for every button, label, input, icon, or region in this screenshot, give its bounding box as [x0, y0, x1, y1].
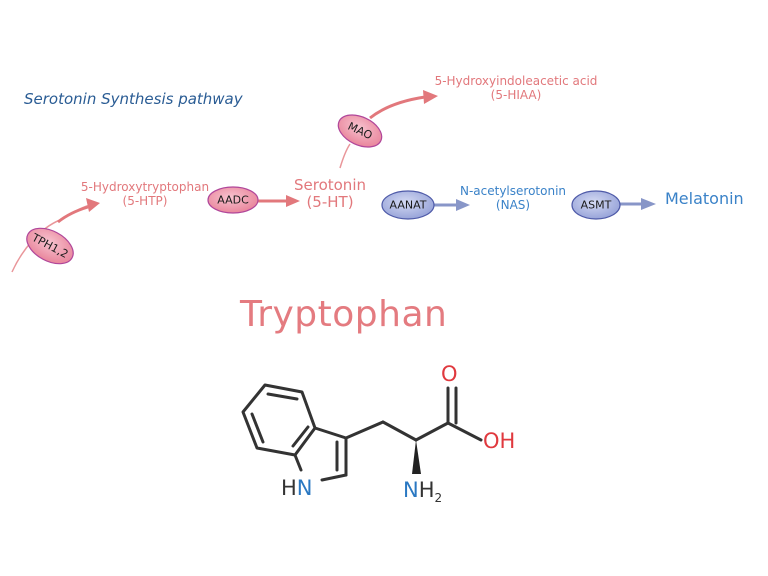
metabolite-5htp-name: 5-Hydroxytryptophan	[80, 180, 210, 194]
asmt-arrowhead	[641, 198, 656, 210]
mao-line-in	[339, 143, 351, 169]
metabolite-serotonin-abbr: (5-HT)	[306, 193, 354, 211]
metabolite-nas-abbr: (NAS)	[495, 198, 531, 212]
tryptophan-structure	[241, 383, 483, 482]
bond-c3-ch2	[344, 420, 385, 440]
benzene-double-1	[266, 392, 299, 401]
metabolite-5hiaa: 5-Hydroxyindoleacetic acid (5-HIAA)	[416, 74, 616, 102]
atom-indole-h: H	[281, 476, 297, 500]
benzene-double-2	[250, 412, 265, 444]
metabolite-5hiaa-name: 5-Hydroxyindoleacetic acid	[434, 74, 598, 88]
metabolite-serotonin: Serotonin (5-HT)	[290, 177, 370, 211]
enzyme-aadc[interactable]: AADC	[207, 186, 259, 214]
metabolite-nas: N-acetylserotonin (NAS)	[448, 184, 578, 212]
bond-ch2-calpha	[381, 420, 418, 442]
tph-arrowhead	[86, 198, 100, 212]
mao-arrow-curve	[369, 95, 426, 120]
bond-c2-n1	[320, 473, 348, 482]
bond-c7a-n1	[293, 453, 303, 472]
atom-amine-sub: 2	[435, 491, 443, 505]
atom-amine: NH2	[403, 478, 442, 505]
enzyme-aanat[interactable]: AANAT	[381, 190, 435, 220]
metabolite-nas-name: N-acetylserotonin	[459, 184, 567, 198]
aanat-arrowhead	[456, 199, 470, 211]
atom-oxygen-double: O	[441, 362, 458, 386]
enzyme-aanat-label: AANAT	[390, 199, 427, 212]
enzyme-mao[interactable]: MAO	[333, 109, 387, 154]
atom-indole-nh: HN	[281, 476, 313, 500]
wedge-bond-nh2	[412, 440, 421, 474]
enzyme-tph[interactable]: TPH1,2	[21, 221, 79, 271]
atom-amine-h: H	[419, 478, 435, 502]
benzene-double-3	[291, 425, 310, 448]
bond-c-oh	[446, 421, 483, 442]
mao-arrowhead	[423, 90, 438, 104]
enzyme-asmt[interactable]: ASMT	[571, 190, 621, 220]
bond-c3a-c3	[313, 426, 348, 440]
atom-hydroxyl: OH	[483, 429, 515, 453]
tph-arrow-curve	[57, 205, 89, 224]
bond-calpha-ccarbonyl	[414, 421, 450, 442]
metabolite-serotonin-name: Serotonin	[293, 176, 366, 194]
metabolite-5htp-abbr: (5-HTP)	[122, 194, 168, 208]
metabolite-melatonin: Melatonin	[665, 189, 744, 208]
metabolite-5hiaa-abbr: (5-HIAA)	[490, 88, 542, 102]
atom-indole-n: N	[297, 476, 313, 500]
atom-amine-n: N	[403, 478, 419, 502]
aadc-arrowhead	[286, 195, 300, 207]
metabolite-5htp: 5-Hydroxytryptophan (5-HTP)	[60, 180, 230, 208]
enzyme-asmt-label: ASMT	[581, 199, 612, 212]
molecule-name: Tryptophan	[240, 294, 448, 335]
diagram-title: Serotonin Synthesis pathway	[24, 90, 243, 108]
enzyme-aadc-label: AADC	[217, 194, 249, 207]
